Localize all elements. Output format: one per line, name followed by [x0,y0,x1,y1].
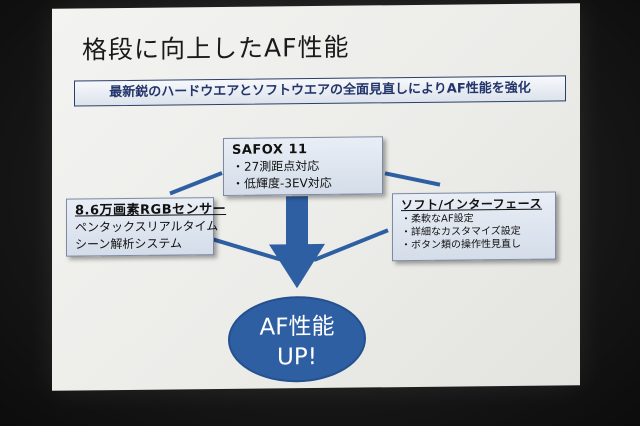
connector-line-right [384,171,441,187]
result-line-2: UP! [277,343,317,371]
rgb-sensor-line-2: シーン解析システム [75,236,183,252]
rgb-sensor-heading: 8.6万画素RGBセンサー [75,201,227,219]
connector-line-lower-left [211,237,281,262]
connector-line-left [169,171,223,196]
software-interface-box: ソフト/インターフェース ・柔軟なAF設定 ・詳細なカスタマイズ設定 ・ボタン類… [392,191,556,262]
result-line-1: AF性能 [259,313,335,341]
rgb-sensor-box: 8.6万画素RGBセンサー ペンタックスリアルタイム シーン解析システム [66,197,227,257]
presentation-slide: 格段に向上したAF性能 最新鋭のハードウエアとソフトウエアの全面見直しによりAF… [52,3,580,391]
safox-box: SAFOX 11 ・27測距点対応 ・低輝度-3EV対応 [223,136,383,196]
rgb-sensor-line-1: ペンタックスリアルタイム [75,219,219,235]
result-text: AF性能 UP! [232,312,362,373]
safox-heading: SAFOX 11 [232,142,308,158]
safox-point-1: ・27測距点対応 [232,158,320,174]
result-ellipse [228,296,366,383]
down-arrow-icon [269,196,325,289]
connector-line-lower-right [313,228,389,262]
diagram-connectors [169,171,441,383]
safox-point-2: ・低輝度-3EV対応 [232,175,332,191]
software-interface-heading: ソフト/インターフェース [401,196,543,213]
software-point-3: ・ボタン類の操作性見直し [401,238,521,252]
